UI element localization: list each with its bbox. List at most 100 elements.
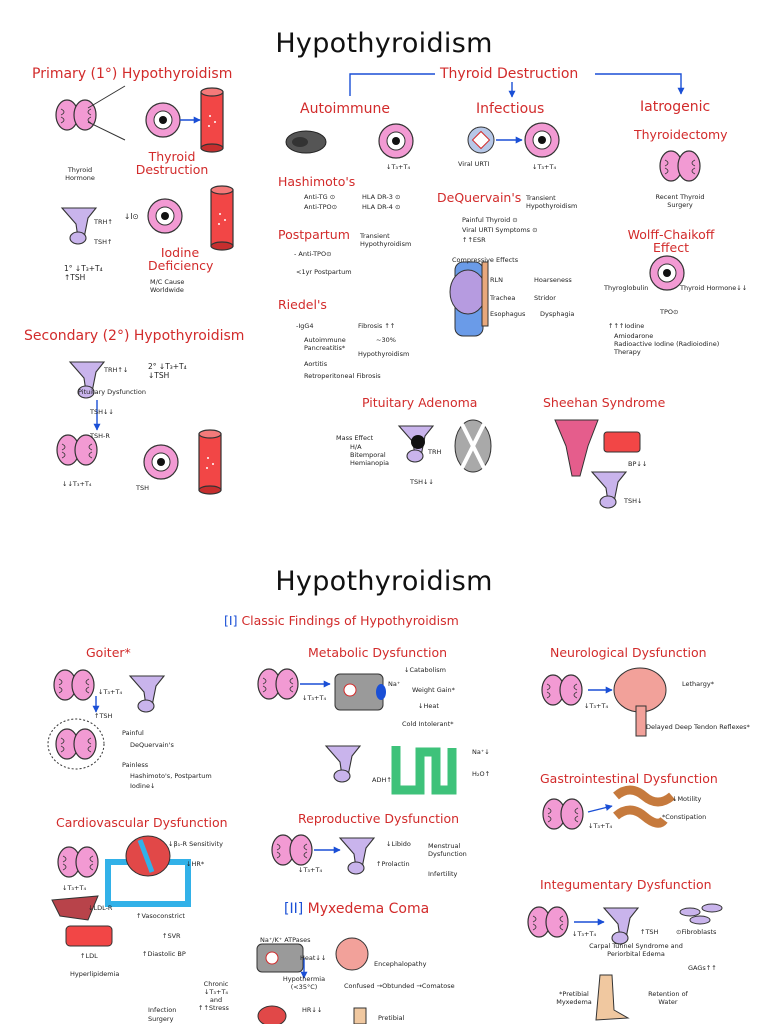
goiter-pituitary-icon xyxy=(129,675,165,713)
repro-t3t4: ↓T₃+T₄ xyxy=(298,866,323,874)
chronic-label: Chronic ↓T₃+T₄ and xyxy=(203,980,229,1004)
riedel-heading: Riedel's xyxy=(278,297,327,312)
heart-icon xyxy=(105,835,191,907)
stress-label: ↑↑Stress xyxy=(198,1004,229,1012)
na-label: Na⁺ xyxy=(388,680,401,688)
weight-gain-label: Weight Gain* xyxy=(412,686,455,694)
dequervain-item-3: ↑↑ESR xyxy=(462,236,486,244)
goiter-painful: Painful xyxy=(122,729,144,737)
anti-tg-label: Anti-TG ⊙ xyxy=(304,193,336,201)
thyroid-hormone-wolff: Thyroid Hormone↓↓ xyxy=(680,284,748,292)
trh-label: TRH↑ xyxy=(94,218,113,226)
riedel-item-1: Autoimmune Pancreatitis* xyxy=(304,336,346,352)
gi-heading: Gastrointestinal Dysfunction xyxy=(540,771,718,786)
primary-heading: Primary (1°) Hypothyroidism xyxy=(32,66,233,82)
svr-label: ↑SVR xyxy=(162,932,181,940)
dequervain-item-2: Viral URTI Symptoms ⊙ xyxy=(462,226,538,234)
anti-tpo-label: Anti-TPO⊙ xyxy=(304,203,338,211)
goiter-painless: Painless xyxy=(122,761,149,769)
cold-label: Cold Intolerant* xyxy=(402,720,454,728)
primary-summary: 1° ↓T₃+T₄ ↑TSH xyxy=(64,264,103,282)
fibroblasts-label: ⊙Fibroblasts xyxy=(676,928,717,936)
thyroidectomy-heading: Thyroidectomy xyxy=(634,127,728,142)
goiter-enlarged-icon xyxy=(47,718,105,770)
viral-urti-label: Viral URTI xyxy=(458,160,490,168)
pituitary-sheehan-icon xyxy=(591,471,627,509)
autoimmune-heading: Autoimmune xyxy=(300,101,391,117)
menstrual-label: Menstrual Dysfunction xyxy=(428,842,467,858)
pretibial-myxedema-label: *Pretibial Myxedema xyxy=(556,990,592,1006)
liver-icon xyxy=(51,895,99,921)
cell-icon xyxy=(334,673,386,711)
repro-heading: Reproductive Dysfunction xyxy=(298,811,460,826)
hla-dr3-label: HLA DR-3 ⊙ xyxy=(362,193,401,201)
section2-number: [II] xyxy=(284,901,304,917)
nephron-icon xyxy=(391,746,457,795)
integ-heading: Integumentary Dysfunction xyxy=(540,877,712,892)
postpartum-transient: Transient Hypothyroidism xyxy=(360,232,412,248)
myx-cell-icon xyxy=(256,943,304,973)
constipation-label: *Constipation xyxy=(662,813,707,821)
riedel-hypo: Hypothyroidism xyxy=(358,350,410,358)
brain-icon xyxy=(613,667,667,737)
mental-progression-label: Confused →Obtunded →Comatose xyxy=(344,982,455,990)
iodine-deficiency-label: Iodine Deficiency xyxy=(148,245,214,273)
wolff-chaikoff-heading: Wolff-Chaikoff Effect xyxy=(627,227,715,255)
sheehan-heading: Sheehan Syndrome xyxy=(543,395,666,410)
hoarseness-label: Hoarseness xyxy=(534,276,572,284)
na2-label: Na⁺↓ xyxy=(472,748,490,756)
integ-t3t4: ↓T₃+T₄ xyxy=(572,930,597,938)
bleeding-vessel-icon xyxy=(603,431,641,453)
goiter-heading: Goiter* xyxy=(86,645,131,660)
riedel-item-3: Retroperitoneal Fibrosis xyxy=(304,372,381,380)
goiter-thyroid-icon xyxy=(53,669,95,701)
metabolic-pituitary-icon xyxy=(325,745,361,783)
myx-hr-label: HR↓↓ xyxy=(302,1006,323,1014)
atpase-label: Na⁺/K⁺ ATPases xyxy=(260,936,311,944)
igg4-label: -IgG4 xyxy=(296,322,314,330)
wolff-item-1: ↑↑↑Iodine xyxy=(608,322,645,330)
goiter-tsh: ↑TSH xyxy=(94,712,113,720)
integ-thyroid-icon xyxy=(527,906,569,938)
vessel-icon-3 xyxy=(198,429,222,495)
section2-title: Myxedema Coma xyxy=(307,901,430,917)
myx-brain-icon xyxy=(335,937,369,971)
secondary-heading: Secondary (2°) Hypothyroidism xyxy=(24,328,245,344)
adh-label: ADH↑ xyxy=(372,776,392,784)
hyperlipidemia-label: Hyperlipidemia xyxy=(70,970,120,978)
riedel-percent: ~30% xyxy=(376,336,396,344)
compressive-neck-icon xyxy=(449,261,489,337)
blood-vessel-icon xyxy=(200,87,224,153)
repro-thyroid-icon xyxy=(271,834,313,866)
secondary-t3t4: ↓↓T₃+T₄ xyxy=(62,480,92,488)
compressive-heading: Compressive Effects xyxy=(452,256,519,264)
section1-heading: [I] Classic Findings of Hypothyroidism xyxy=(224,613,459,628)
hashimoto-heading: Hashimoto's xyxy=(278,174,356,189)
prolactin-label: ↑Prolactin xyxy=(376,860,410,868)
myx-pretibial-label: Pretibial xyxy=(378,1014,405,1022)
thyroid-follicle-icon xyxy=(145,102,181,138)
infertility-label: Infertility xyxy=(428,870,458,878)
secondary-tsh-2: TSH xyxy=(136,484,149,492)
pituitary-adenoma-icon xyxy=(398,425,434,463)
myx-heart-icon xyxy=(257,1005,287,1024)
thyroid-destruction-label: Thyroid Destruction xyxy=(135,149,209,177)
infectious-t3t4: ↓T₃+T₄ xyxy=(532,163,557,171)
infection-label: Infection xyxy=(148,1006,177,1014)
cardio-t3t4: ↓T₃+T₄ xyxy=(62,884,87,892)
tsh-label: TSH↑ xyxy=(94,238,113,246)
uterus-icon xyxy=(554,419,599,477)
ldlr-label: ↓LDL-R xyxy=(88,904,113,912)
carpal-label: Carpal Tunnel Syndrome and Periorbital E… xyxy=(589,942,683,958)
autoimmune-cell-icon xyxy=(285,130,327,154)
gi-thyroid-icon xyxy=(542,798,584,830)
myx-leg-icon xyxy=(353,1007,367,1024)
recent-surgery-label: Recent Thyroid Surgery xyxy=(655,193,705,209)
integ-tsh: ↑TSH xyxy=(640,928,659,936)
vasoconstrict-label: ↑Vasoconstrict xyxy=(136,912,185,920)
trachea-label: Trachea xyxy=(490,294,516,302)
secondary-summary: 2° ↓T₃+T₄ ↓TSH xyxy=(148,362,187,380)
postpartum-anti-tpo: - Anti-TPO⊙ xyxy=(294,250,332,258)
page2-title: Hypothyroidism xyxy=(275,566,493,597)
